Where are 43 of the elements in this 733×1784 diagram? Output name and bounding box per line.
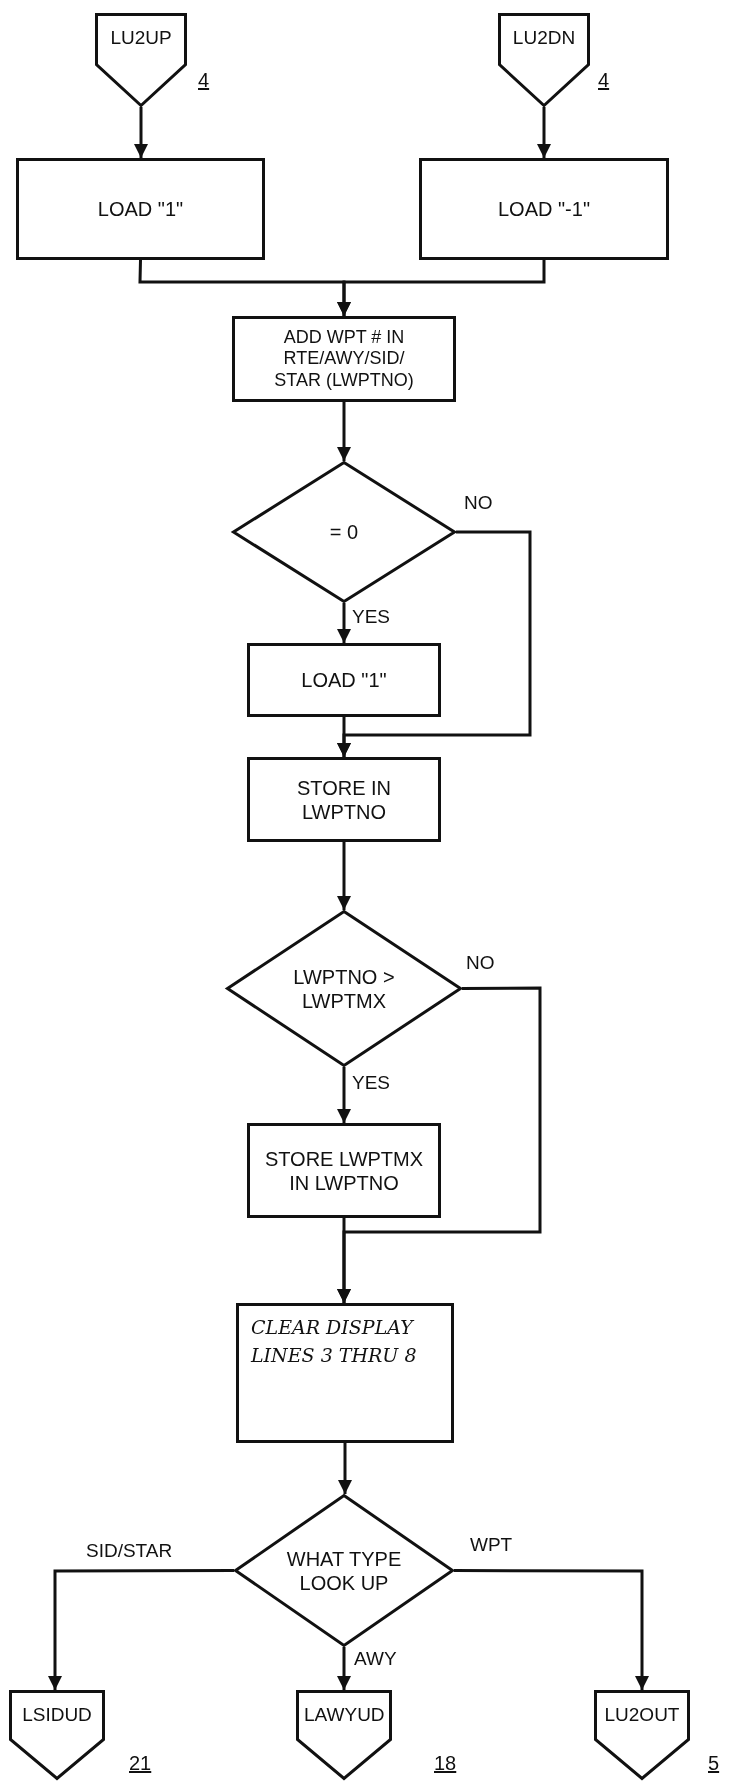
page-number: 21 bbox=[129, 1752, 152, 1775]
node-label: STORE IN LWPTNO bbox=[295, 775, 393, 824]
node-label: ADD WPT # IN RTE/AWY/SID/ STAR (LWPTNO) bbox=[273, 326, 415, 392]
node-label: LOAD "-1" bbox=[498, 197, 590, 221]
node-label: LOAD "1" bbox=[97, 197, 184, 221]
process-box bbox=[419, 158, 669, 260]
process-box bbox=[232, 316, 456, 402]
decision-diamond bbox=[234, 1494, 454, 1647]
flow-arrow bbox=[337, 1067, 351, 1123]
flow-arrow bbox=[537, 107, 551, 158]
page-number: 4 bbox=[198, 69, 210, 92]
flow-arrow bbox=[337, 260, 546, 316]
flow-arrow bbox=[338, 1443, 352, 1494]
decision-diamond bbox=[226, 910, 462, 1067]
node-label: LU2DN bbox=[512, 27, 576, 50]
flow-arrow bbox=[337, 842, 351, 910]
node-label: LU2OUT bbox=[604, 1704, 680, 1727]
process-box bbox=[16, 158, 265, 260]
process-box bbox=[247, 643, 441, 717]
node-label: LOAD "1" bbox=[301, 668, 387, 692]
node-label: = 0 bbox=[329, 520, 359, 544]
node-label: LAWYUD bbox=[304, 1704, 384, 1727]
flow-arrow bbox=[134, 107, 148, 158]
flow-arrow bbox=[337, 603, 351, 643]
process-box bbox=[247, 757, 441, 842]
page-number: 4 bbox=[598, 69, 610, 92]
node-label: CLEAR DISPLAY LINES 3 THRU 8 bbox=[251, 1315, 418, 1368]
page-number: 5 bbox=[708, 1752, 720, 1775]
node-label: LU2UP bbox=[110, 27, 172, 50]
flow-arrow bbox=[454, 1569, 649, 1690]
flow-arrow bbox=[337, 1647, 351, 1690]
process-box bbox=[247, 1123, 441, 1218]
node-label: STORE LWPTMX IN LWPTNO bbox=[263, 1146, 425, 1195]
flow-arrow bbox=[337, 402, 351, 461]
node-label: LWPTNO > LWPTMX bbox=[292, 964, 396, 1013]
page-number: 18 bbox=[434, 1752, 457, 1775]
flow-arrow bbox=[337, 717, 351, 757]
process-box bbox=[236, 1303, 454, 1443]
flow-arrow bbox=[337, 1218, 351, 1303]
node-label: LSIDUD bbox=[22, 1704, 92, 1727]
node-label: WHAT TYPE LOOK UP bbox=[285, 1546, 403, 1595]
decision-diamond bbox=[232, 461, 456, 603]
flow-arrow bbox=[48, 1569, 234, 1690]
